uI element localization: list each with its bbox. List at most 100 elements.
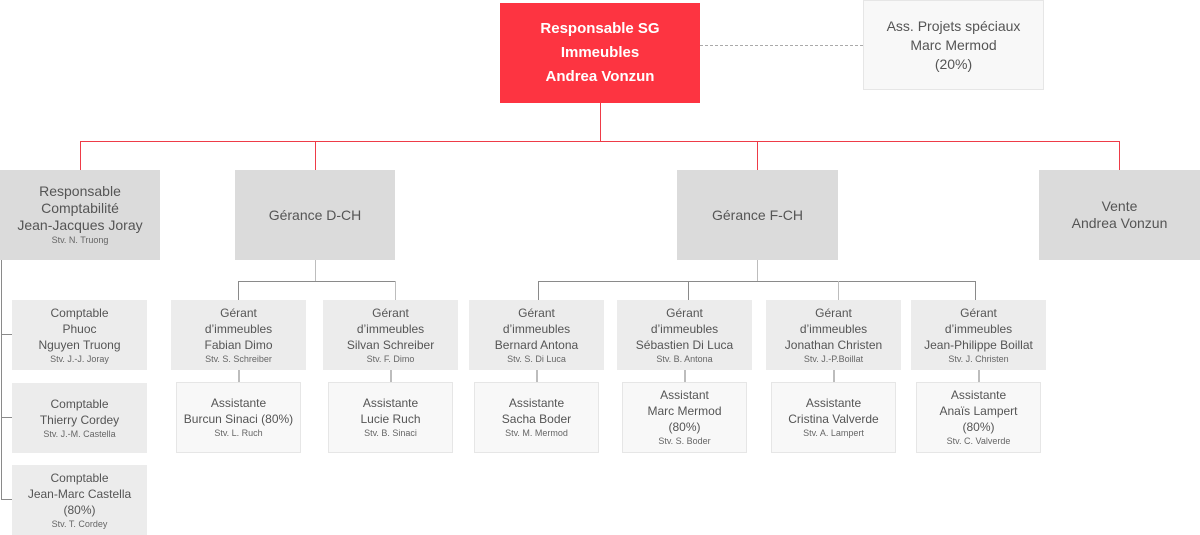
node-deputy: Stv. S. Di Luca	[507, 353, 566, 364]
connector-to-gerance-fch	[757, 141, 758, 171]
node-title: Assistante	[805, 396, 862, 410]
node-title: Gérance D-CH	[268, 206, 362, 223]
node-person: Silvan Schreiber	[346, 337, 435, 352]
connector-assistant-2	[390, 370, 392, 383]
org-node-manager[interactable]: Gérant d’immeubles Silvan Schreiber Stv.…	[323, 300, 458, 370]
node-person: Jean-Philippe Boillat	[924, 337, 1033, 352]
org-node-assistant[interactable]: Assistante Burcun Sinaci (80%) Stv. L. R…	[176, 382, 301, 453]
connector-dch-down	[315, 260, 316, 282]
node-deputy: Stv. A. Lampert	[803, 428, 864, 438]
node-deputy: Stv. L. Ruch	[214, 428, 263, 438]
connector-comptabilite-spine	[1, 260, 2, 500]
org-node-assistant[interactable]: Assistante Sacha Boder Stv. M. Mermod	[474, 382, 599, 453]
org-node-assistant[interactable]: Assistante Anaïs Lampert (80%) Stv. C. V…	[916, 382, 1041, 453]
connector-manager-3	[538, 281, 539, 301]
node-deputy: Stv. N. Truong	[51, 235, 109, 245]
connector-fch-down	[757, 260, 758, 282]
connector-fch-bus	[538, 281, 975, 282]
node-title: Assistante	[362, 396, 419, 410]
node-title: d’immeubles	[356, 321, 425, 336]
node-person: Marc Mermod	[647, 404, 722, 418]
node-title: Gérant	[518, 305, 555, 320]
node-workload: (20%)	[934, 55, 973, 72]
node-deputy: Stv. M. Mermod	[505, 428, 568, 438]
connector-assistant-6	[978, 370, 980, 383]
org-node-gerance-fch[interactable]: Gérance F-CH	[677, 170, 838, 260]
node-title: d’immeubles	[944, 321, 1013, 336]
node-title: Responsable SG	[540, 20, 660, 37]
connector-accountant-3	[1, 499, 12, 500]
connector-assistant-4	[684, 370, 686, 383]
org-node-manager[interactable]: Gérant d’immeubles Sébastien Di Luca Stv…	[617, 300, 752, 370]
org-node-manager[interactable]: Gérant d’immeubles Fabian Dimo Stv. S. S…	[171, 300, 306, 370]
connector-dch-bus	[238, 281, 396, 282]
org-node-special-assistant[interactable]: Ass. Projets spéciaux Marc Mermod (20%)	[863, 0, 1044, 90]
node-title: Ass. Projets spéciaux	[886, 17, 1021, 34]
node-person: Andrea Vonzun	[545, 68, 655, 85]
org-node-vente[interactable]: Vente Andrea Vonzun	[1039, 170, 1200, 260]
org-node-accountant[interactable]: Comptable Phuoc Nguyen Truong Stv. J.-J.…	[12, 300, 147, 370]
connector-manager-2	[395, 281, 396, 301]
node-deputy: Stv. C. Valverde	[946, 436, 1011, 446]
connector-to-vente	[1119, 141, 1120, 171]
node-deputy: Stv. T. Cordey	[51, 518, 108, 529]
node-person: Bernard Antona	[494, 337, 579, 352]
org-node-manager[interactable]: Gérant d’immeubles Bernard Antona Stv. S…	[469, 300, 604, 370]
node-title: Gérant	[815, 305, 852, 320]
node-deputy: Stv. J.-P.Boillat	[803, 353, 864, 364]
org-node-accountant[interactable]: Comptable Jean-Marc Castella (80%) Stv. …	[12, 465, 147, 535]
connector-to-comptabilite	[80, 141, 81, 171]
node-title: Comptable	[50, 470, 109, 485]
node-workload: (80%)	[668, 420, 701, 434]
org-node-assistant[interactable]: Assistant Marc Mermod (80%) Stv. S. Bode…	[622, 382, 747, 453]
node-title: Gérant	[960, 305, 997, 320]
org-node-assistant[interactable]: Assistante Lucie Ruch Stv. B. Sinaci	[328, 382, 453, 453]
connector-assistant-3	[536, 370, 538, 383]
org-node-accountant[interactable]: Comptable Thierry Cordey Stv. J.-M. Cast…	[12, 383, 147, 453]
node-person: Phuoc	[62, 321, 97, 336]
node-title: Vente	[1101, 198, 1138, 214]
node-workload: (80%)	[63, 502, 96, 517]
org-node-gerance-dch[interactable]: Gérance D-CH	[235, 170, 395, 260]
connector-assistant-1	[238, 370, 240, 383]
node-title: Gérance F-CH	[711, 206, 804, 223]
node-person: Nguyen Truong	[38, 337, 121, 352]
node-deputy: Stv. J. Christen	[948, 353, 1009, 364]
org-node-assistant[interactable]: Assistante Cristina Valverde Stv. A. Lam…	[771, 382, 896, 453]
node-title: Assistante	[950, 388, 1007, 402]
org-node-head[interactable]: Responsable SG Immeubles Andrea Vonzun	[500, 3, 700, 103]
node-title: Gérant	[372, 305, 409, 320]
node-person: Marc Mermod	[910, 36, 997, 53]
node-title: Responsable	[39, 183, 121, 199]
node-person: Andrea Vonzun	[1071, 215, 1168, 231]
org-node-manager[interactable]: Gérant d’immeubles Jonathan Christen Stv…	[766, 300, 901, 370]
node-title: d’immeubles	[650, 321, 719, 336]
node-person: Jonathan Christen	[784, 337, 883, 352]
node-title: d’immeubles	[204, 321, 273, 336]
node-person: Jean-Jacques Joray	[17, 217, 143, 233]
node-deputy: Stv. F. Dimo	[366, 353, 415, 364]
connector-assistant-5	[833, 370, 835, 383]
node-person: Cristina Valverde	[788, 412, 879, 426]
connector-manager-4	[688, 281, 689, 301]
connector-accountant-1	[1, 334, 12, 335]
node-deputy: Stv. B. Sinaci	[364, 428, 417, 438]
node-person: Sébastien Di Luca	[635, 337, 734, 352]
connector-accountant-2	[1, 417, 12, 418]
node-person: Thierry Cordey	[39, 412, 120, 427]
connector-head-down	[600, 103, 601, 141]
node-person: Lucie Ruch	[360, 412, 421, 426]
org-node-comptabilite[interactable]: Responsable Comptabilité Jean-Jacques Jo…	[0, 170, 160, 260]
node-title: Gérant	[220, 305, 257, 320]
connector-level1-bus	[80, 141, 1120, 142]
node-deputy: Stv. B. Antona	[656, 353, 713, 364]
connector-manager-1	[238, 281, 239, 301]
connector-special-assistant	[700, 45, 863, 46]
node-person: Burcun Sinaci (80%)	[183, 412, 294, 426]
connector-to-gerance-dch	[315, 141, 316, 171]
connector-manager-5	[838, 281, 839, 301]
node-title: Assistante	[508, 396, 565, 410]
node-person: Anaïs Lampert	[939, 404, 1018, 418]
node-person: Fabian Dimo	[204, 337, 273, 352]
org-node-manager[interactable]: Gérant d’immeubles Jean-Philippe Boillat…	[911, 300, 1046, 370]
